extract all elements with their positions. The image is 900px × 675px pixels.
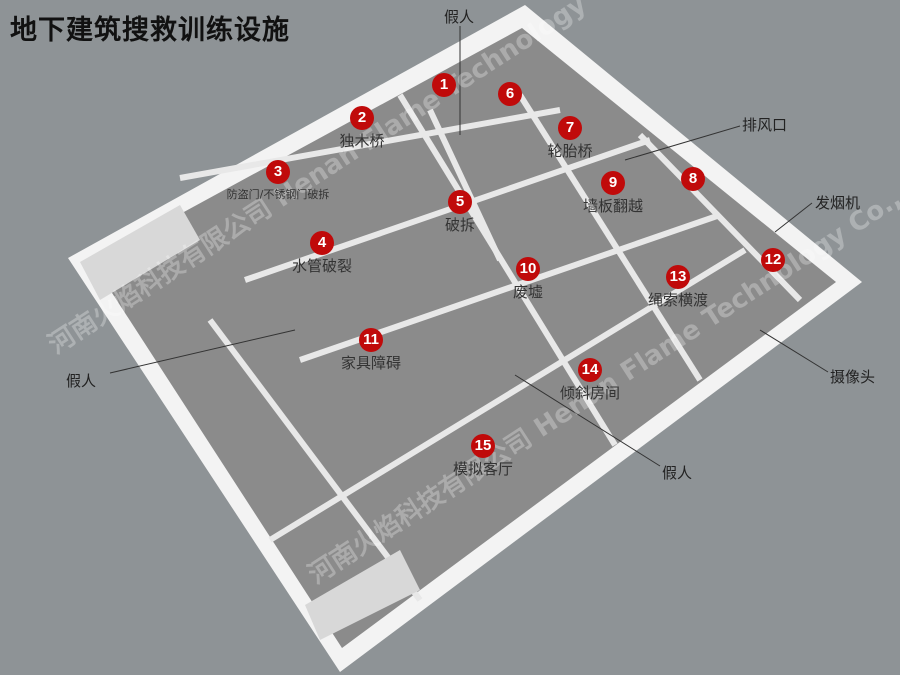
room-label-11: 家具障碍 [340, 354, 402, 372]
room-marker-4: 4 [310, 231, 334, 255]
callout-dummy-left: 假人 [66, 372, 97, 390]
room-marker-13: 13 [666, 265, 690, 289]
room-marker-8: 8 [681, 167, 705, 191]
building-floor [92, 28, 836, 648]
room-label-15: 模拟客厅 [452, 460, 514, 478]
callout-dummy-top: 假人 [444, 8, 475, 26]
room-marker-6: 6 [498, 82, 522, 106]
room-marker-10: 10 [516, 257, 540, 281]
room-marker-12: 12 [761, 248, 785, 272]
room-marker-5: 5 [448, 190, 472, 214]
callout-camera: 摄像头 [830, 368, 876, 386]
room-label-10: 废墟 [512, 283, 544, 301]
room-label-9: 墙板翻越 [582, 197, 644, 215]
room-label-14: 倾斜房间 [559, 384, 621, 402]
room-marker-3: 3 [266, 160, 290, 184]
room-marker-15: 15 [471, 434, 495, 458]
room-marker-1: 1 [432, 73, 456, 97]
stairwells [80, 205, 420, 640]
room-label-2: 独木桥 [339, 132, 385, 150]
room-label-5: 破拆 [444, 216, 476, 234]
room-label-13: 绳索横渡 [647, 291, 709, 309]
room-marker-9: 9 [601, 171, 625, 195]
room-marker-2: 2 [350, 106, 374, 130]
room-marker-11: 11 [359, 328, 383, 352]
room-label-7: 轮胎桥 [547, 142, 593, 160]
room-marker-14: 14 [578, 358, 602, 382]
callout-smoke-machine: 发烟机 [815, 194, 861, 212]
room-marker-7: 7 [558, 116, 582, 140]
callout-lines [109, 26, 829, 467]
callout-exhaust: 排风口 [742, 116, 788, 134]
room-label-3: 防盗门/不锈钢门破拆 [226, 188, 330, 201]
room-label-4: 水管破裂 [291, 257, 353, 275]
page-title: 地下建筑搜救训练设施 [10, 15, 290, 46]
callout-dummy-bottom: 假人 [662, 464, 693, 482]
